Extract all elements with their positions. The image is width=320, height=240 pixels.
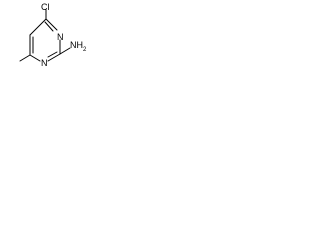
bond-c2-n1 <box>47 53 61 62</box>
bond-c6-methyl <box>19 54 31 62</box>
bond-n1-c6 <box>29 54 41 62</box>
molecule-svg: Cl N N NH 2 <box>19 2 87 68</box>
amino-group-label: NH <box>70 40 83 50</box>
chlorine-label: Cl <box>41 2 50 12</box>
double-bond-c2-n1 <box>47 51 58 58</box>
bond-c4-n3 <box>45 18 58 31</box>
structure-diagram: Cl N N NH 2 <box>0 0 96 83</box>
ring-nitrogen-bottom-label: N <box>41 58 48 68</box>
bond-c5-c4 <box>29 18 47 36</box>
bond-c2-nh2 <box>59 47 71 55</box>
amino-subscript: 2 <box>83 47 87 53</box>
ring-nitrogen-top-label: N <box>57 32 64 42</box>
double-bond-c4-n3 <box>44 21 54 32</box>
